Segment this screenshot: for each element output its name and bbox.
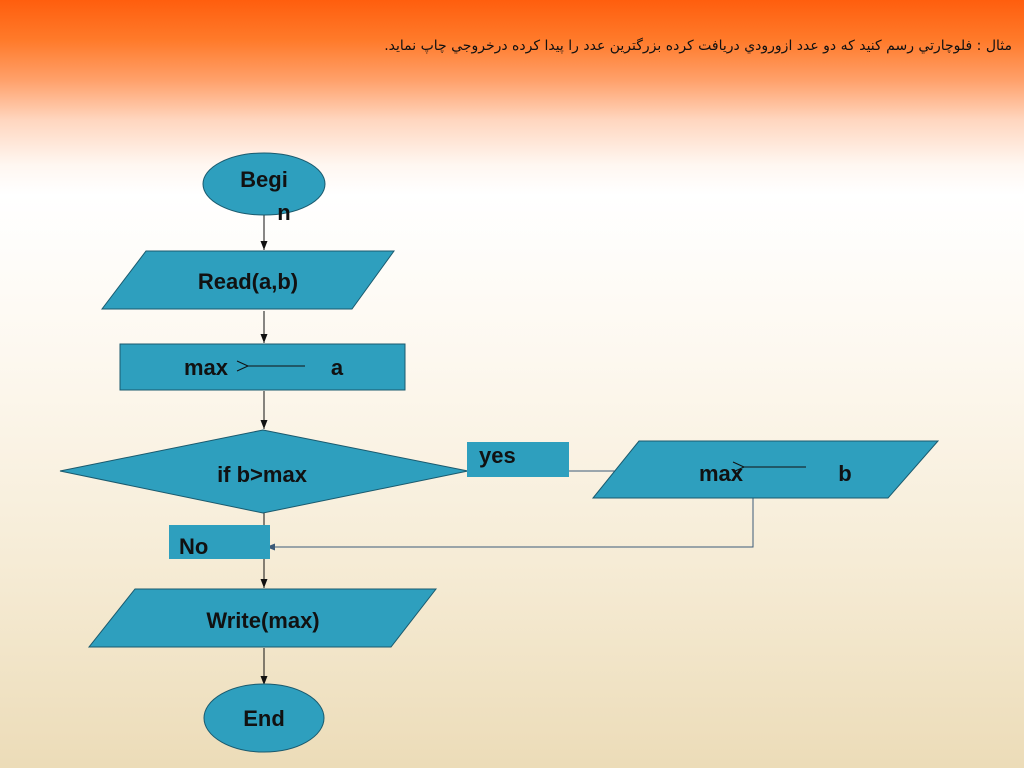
assign-max-label: max — [184, 355, 229, 380]
yes-assign-b-label: b — [838, 461, 851, 486]
end-label: End — [243, 706, 285, 731]
connector-yes-merge — [266, 498, 754, 551]
read-input-shape — [100, 250, 395, 310]
assign-process-box — [119, 343, 406, 391]
begin-label-line2: n — [277, 200, 290, 225]
yes-assign-shape — [591, 440, 940, 499]
yes-branch-label: yes — [467, 442, 569, 477]
yes-assign-max-label: max — [699, 461, 744, 486]
read-label: Read(a,b) — [198, 269, 298, 294]
write-label: Write(max) — [206, 608, 319, 633]
no-branch-label: No — [169, 525, 270, 559]
end-terminator — [203, 683, 325, 753]
decision-diamond — [59, 429, 469, 514]
slide-title: مثال : فلوچارتي رسم كنيد كه دو عدد ازورو… — [384, 38, 1012, 54]
write-output-shape — [87, 588, 438, 648]
assign-a-label: a — [331, 355, 344, 380]
decision-label: if b>max — [217, 462, 308, 487]
begin-label-line1: Begi — [240, 167, 288, 192]
begin-terminator — [202, 152, 326, 216]
